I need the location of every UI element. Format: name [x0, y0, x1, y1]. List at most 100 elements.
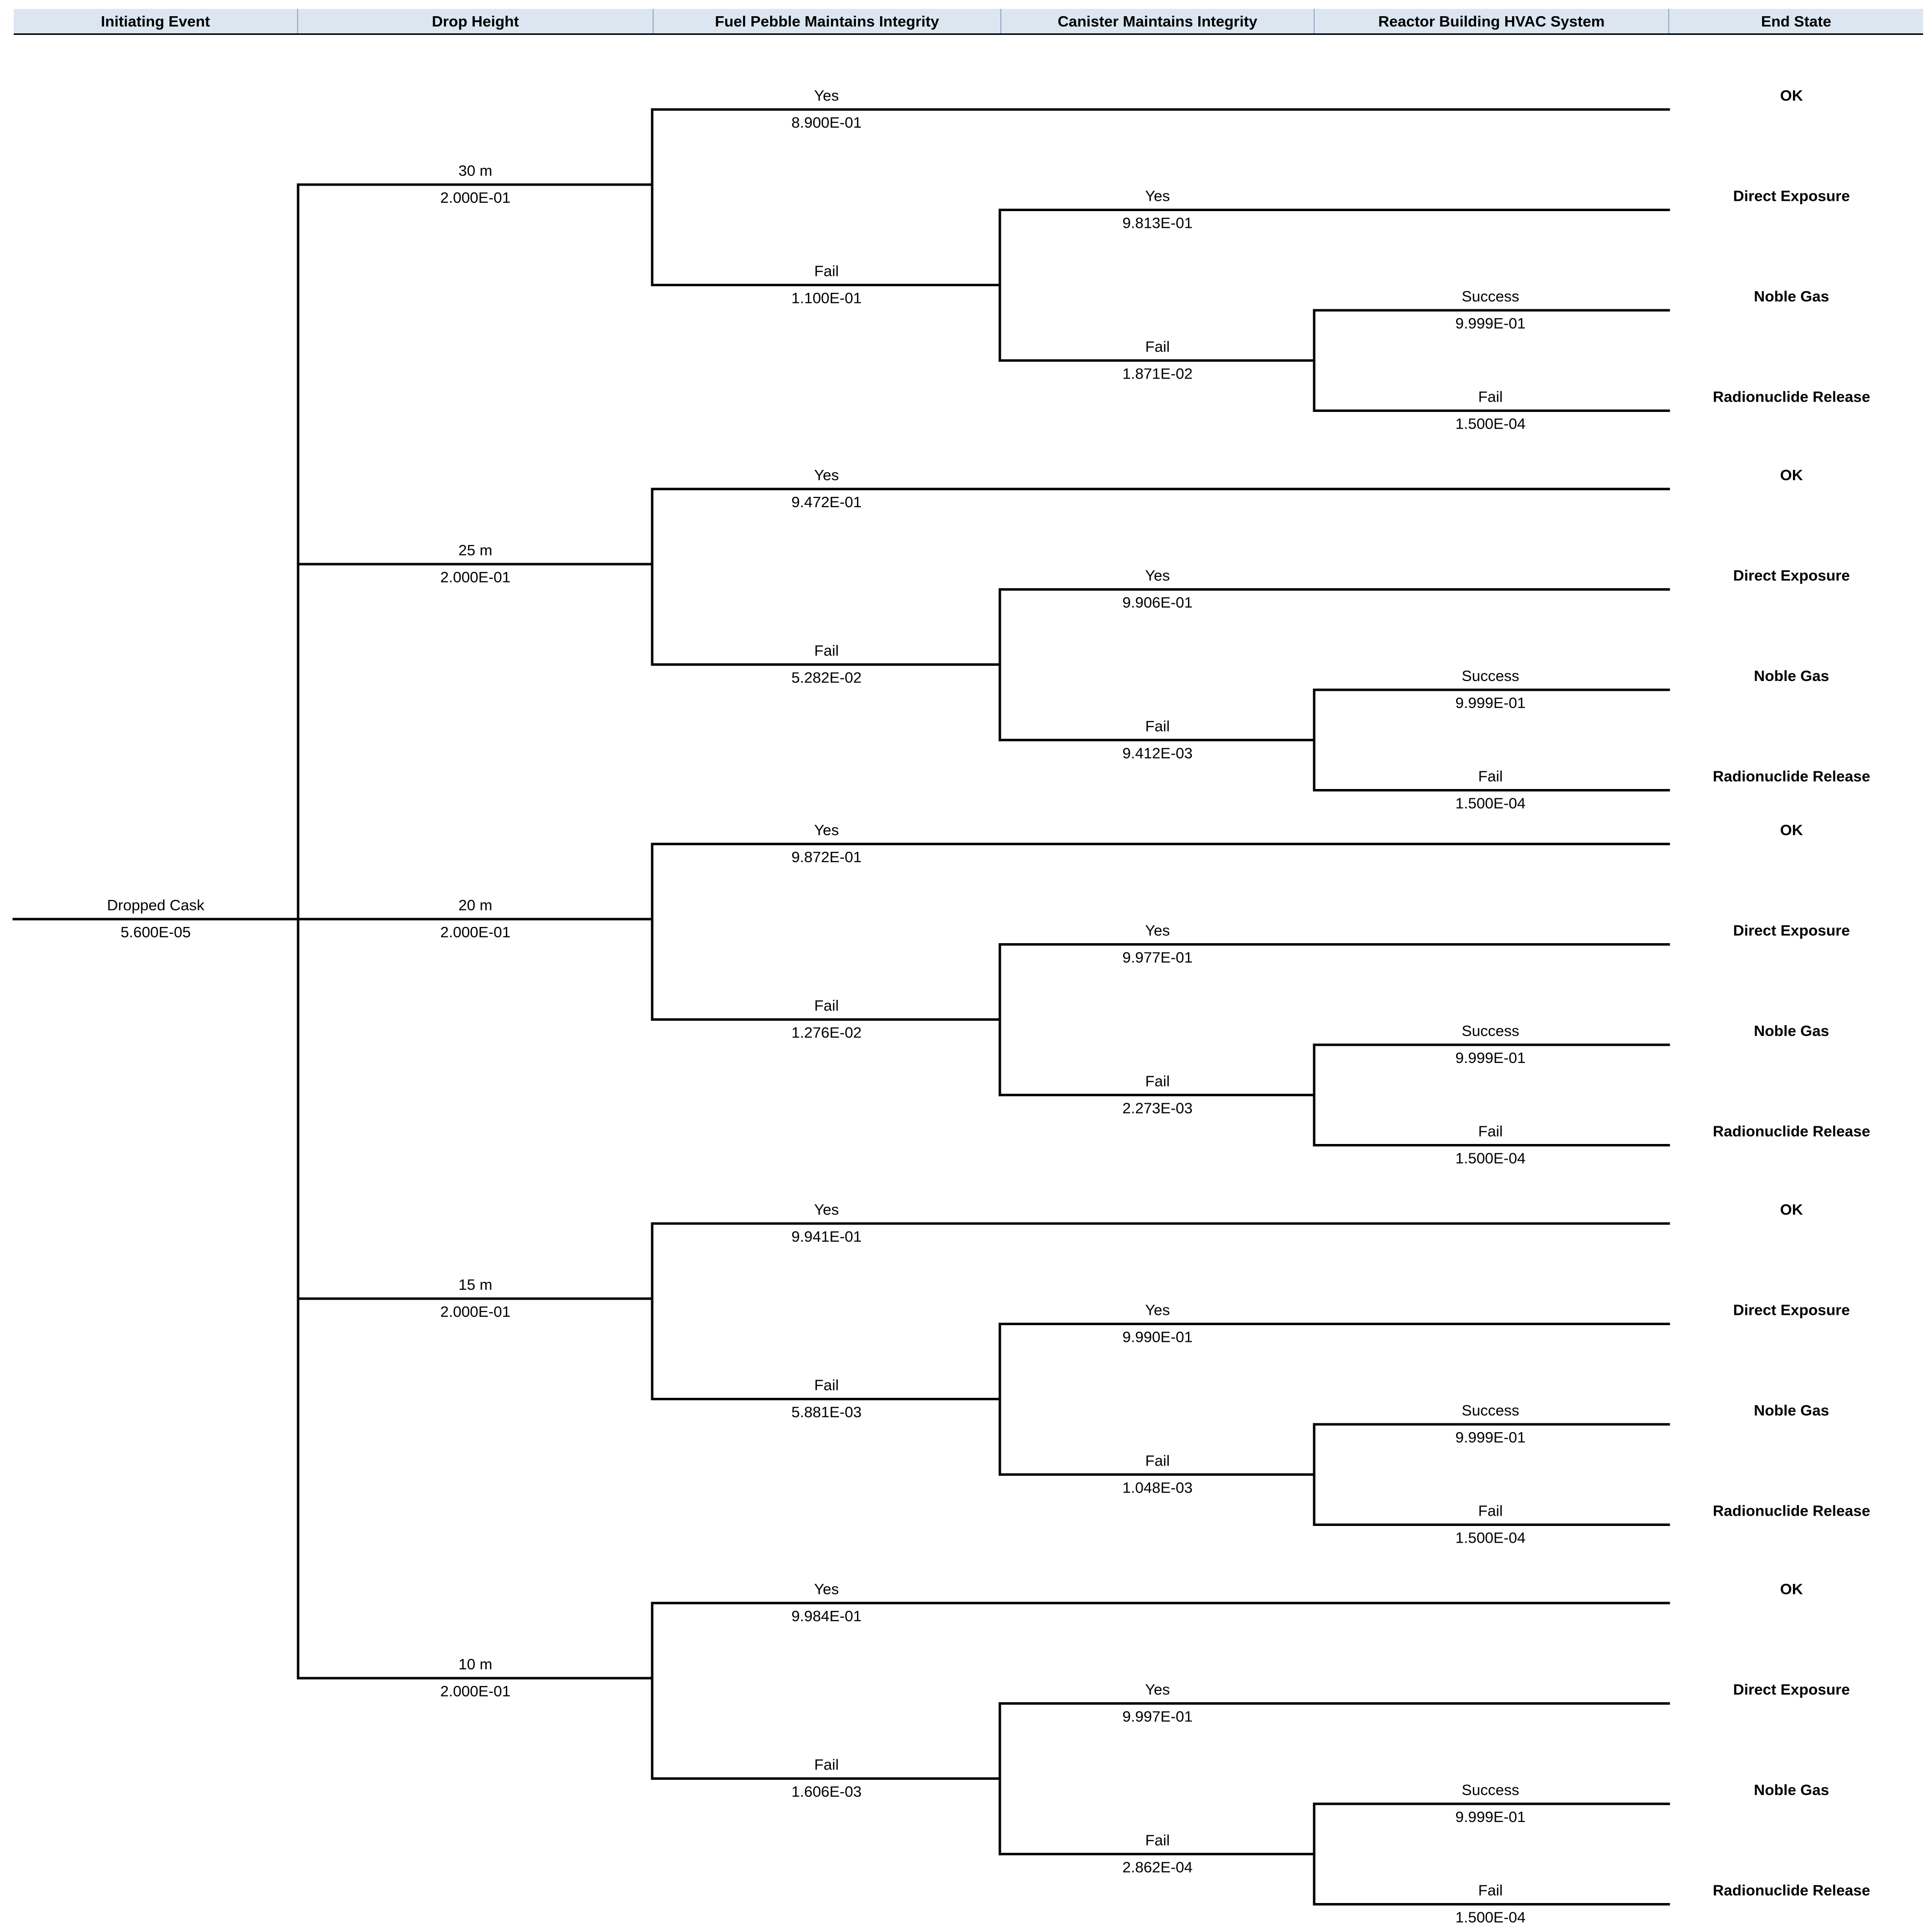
hvac-fail-label: Fail: [1478, 1502, 1503, 1520]
pebble-yes-label: Yes: [814, 87, 839, 104]
end-state-label: OK: [1780, 87, 1803, 104]
drop-height-label: 20 m: [459, 897, 493, 914]
hvac-success-probability: 9.999E-01: [1455, 1429, 1525, 1446]
canister-fail-probability: 1.871E-02: [1122, 365, 1192, 382]
pebble-fail-label: Fail: [814, 997, 839, 1014]
initiating-event-label: Dropped Cask: [107, 897, 205, 914]
header-divider: [1668, 9, 1669, 33]
hvac-fail-label: Fail: [1478, 1123, 1503, 1140]
canister-yes-probability: 9.997E-01: [1122, 1708, 1192, 1725]
hvac-fail-label: Fail: [1478, 388, 1503, 406]
pebble-fail-probability: 1.606E-03: [791, 1783, 861, 1800]
hvac-fail-label: Fail: [1478, 1882, 1503, 1899]
hvac-success-probability: 9.999E-01: [1455, 694, 1525, 711]
pebble-fail-probability: 5.881E-03: [791, 1404, 861, 1421]
pebble-yes-probability: 8.900E-01: [791, 114, 861, 131]
pebble-yes-probability: 9.872E-01: [791, 848, 861, 866]
hvac-success-probability: 9.999E-01: [1455, 1049, 1525, 1066]
header-canister-integrity: Canister Maintains Integrity: [1057, 13, 1258, 30]
hvac-fail-probability: 1.500E-04: [1455, 1529, 1525, 1547]
hvac-success-label: Success: [1461, 1402, 1519, 1419]
canister-fail-probability: 9.412E-03: [1122, 744, 1192, 762]
end-state-label: OK: [1780, 466, 1803, 484]
end-state-label: OK: [1780, 1580, 1803, 1598]
header-end-state: End State: [1761, 13, 1831, 30]
drop-height-label: 25 m: [459, 542, 493, 559]
pebble-fail-label: Fail: [814, 642, 839, 659]
header-divider: [297, 9, 298, 33]
drop-height-probability: 2.000E-01: [440, 924, 510, 941]
drop-height-probability: 2.000E-01: [440, 1303, 510, 1320]
drop-height-probability: 2.000E-01: [440, 1683, 510, 1700]
hvac-success-label: Success: [1461, 1022, 1519, 1039]
canister-yes-label: Yes: [1145, 1681, 1170, 1698]
canister-fail-label: Fail: [1145, 1072, 1170, 1089]
end-state-label: Direct Exposure: [1733, 1302, 1850, 1319]
end-state-label: Direct Exposure: [1733, 1681, 1850, 1698]
hvac-success-label: Success: [1461, 288, 1519, 305]
pebble-fail-label: Fail: [814, 263, 839, 280]
end-state-label: OK: [1780, 1201, 1803, 1218]
pebble-fail-label: Fail: [814, 1756, 839, 1773]
canister-yes-label: Yes: [1145, 1302, 1170, 1319]
pebble-fail-probability: 1.100E-01: [791, 290, 861, 307]
end-state-label: Noble Gas: [1754, 1022, 1829, 1039]
header-divider: [1000, 9, 1001, 33]
pebble-yes-label: Yes: [814, 821, 839, 839]
drop-height-label: 15 m: [459, 1276, 493, 1293]
end-state-label: OK: [1780, 821, 1803, 839]
canister-fail-label: Fail: [1145, 338, 1170, 355]
pebble-yes-probability: 9.472E-01: [791, 493, 861, 511]
header-drop-height: Drop Height: [432, 13, 519, 30]
hvac-success-probability: 9.999E-01: [1455, 1808, 1525, 1825]
pebble-fail-label: Fail: [814, 1377, 839, 1394]
end-state-label: Noble Gas: [1754, 1781, 1829, 1798]
pebble-fail-probability: 5.282E-02: [791, 669, 861, 686]
canister-yes-label: Yes: [1145, 188, 1170, 205]
hvac-fail-probability: 1.500E-04: [1455, 1909, 1525, 1926]
header-divider: [1314, 9, 1315, 33]
end-state-label: Direct Exposure: [1733, 567, 1850, 584]
end-state-label: Radionuclide Release: [1713, 1502, 1870, 1520]
canister-yes-label: Yes: [1145, 922, 1170, 939]
hvac-fail-probability: 1.500E-04: [1455, 415, 1525, 433]
drop-height-probability: 2.000E-01: [440, 569, 510, 586]
end-state-label: Noble Gas: [1754, 667, 1829, 684]
hvac-fail-probability: 1.500E-04: [1455, 1150, 1525, 1167]
hvac-success-probability: 9.999E-01: [1455, 315, 1525, 332]
canister-fail-label: Fail: [1145, 1831, 1170, 1849]
drop-height-label: 10 m: [459, 1656, 493, 1673]
header-initiating-event: Initiating Event: [101, 13, 210, 30]
header-fuel-pebble-integrity: Fuel Pebble Maintains Integrity: [715, 13, 939, 30]
canister-yes-probability: 9.813E-01: [1122, 215, 1192, 232]
hvac-success-label: Success: [1461, 667, 1519, 684]
canister-yes-probability: 9.906E-01: [1122, 594, 1192, 611]
header-hvac-system: Reactor Building HVAC System: [1378, 13, 1605, 30]
pebble-yes-label: Yes: [814, 1580, 839, 1598]
canister-yes-label: Yes: [1145, 567, 1170, 584]
end-state-label: Direct Exposure: [1733, 188, 1850, 205]
canister-fail-label: Fail: [1145, 717, 1170, 735]
end-state-label: Radionuclide Release: [1713, 768, 1870, 785]
end-state-label: Radionuclide Release: [1713, 1882, 1870, 1899]
end-state-label: Direct Exposure: [1733, 922, 1850, 939]
initiating-event-probability: 5.600E-05: [120, 924, 191, 941]
hvac-success-label: Success: [1461, 1781, 1519, 1798]
canister-fail-probability: 1.048E-03: [1122, 1479, 1192, 1496]
end-state-label: Radionuclide Release: [1713, 1123, 1870, 1140]
drop-height-probability: 2.000E-01: [440, 189, 510, 206]
end-state-label: Noble Gas: [1754, 288, 1829, 305]
hvac-fail-label: Fail: [1478, 768, 1503, 785]
end-state-label: Radionuclide Release: [1713, 388, 1870, 406]
pebble-yes-probability: 9.984E-01: [791, 1607, 861, 1625]
column-header-bar: Initiating Event Drop Height Fuel Pebble…: [14, 9, 1923, 35]
pebble-fail-probability: 1.276E-02: [791, 1024, 861, 1041]
canister-fail-probability: 2.273E-03: [1122, 1099, 1192, 1116]
end-state-label: Noble Gas: [1754, 1402, 1829, 1419]
pebble-yes-probability: 9.941E-01: [791, 1228, 861, 1245]
pebble-yes-label: Yes: [814, 1201, 839, 1218]
canister-fail-label: Fail: [1145, 1452, 1170, 1469]
canister-yes-probability: 9.977E-01: [1122, 949, 1192, 966]
header-divider: [653, 9, 654, 33]
